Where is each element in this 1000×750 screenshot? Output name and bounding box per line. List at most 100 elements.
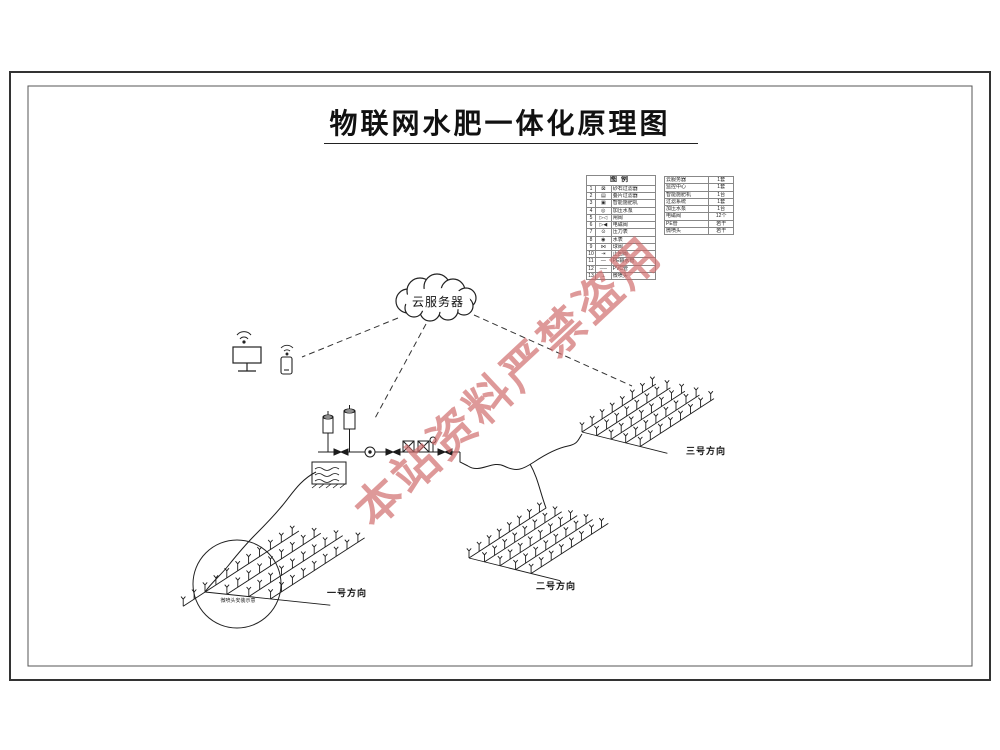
legend-name: 压力表 (610, 228, 657, 237)
legend-row: 7⊙压力表 (586, 228, 657, 237)
legend-symbol: ▷◀ (594, 220, 612, 230)
legend-num: 8 (586, 235, 596, 244)
legend-row: 6▷◀电磁阀 (586, 220, 657, 230)
phone-icon (280, 356, 293, 375)
valve-icon (437, 448, 453, 456)
legend-num: 12 (586, 264, 596, 273)
material-qty: 1台 (708, 190, 734, 199)
legend-symbol: ⊥ (594, 271, 612, 281)
material-name: 电磁阀 (663, 212, 710, 221)
legend-name: 球阀 (610, 242, 657, 252)
legend-row: 5▷◁闸阀 (586, 213, 657, 223)
legend-name: 电磁阀 (610, 220, 657, 230)
legend-title: 图例 (586, 175, 656, 186)
legend-symbol: ⊙ (594, 228, 612, 237)
legend-num: 1 (586, 184, 596, 194)
legend-name: 砂石过滤器 (610, 184, 657, 194)
supply-pipe-field2 (529, 463, 547, 509)
legend-name: 智能施肥机 (610, 199, 657, 208)
legend-num: 11 (586, 257, 596, 266)
material-qty: 1台 (708, 204, 734, 214)
field-2-grid (466, 502, 609, 582)
legend-name: 水表 (610, 235, 657, 244)
frame-outer (9, 71, 991, 681)
material-name: 过滤系统 (663, 197, 710, 207)
legend-row: 11—PE输水管 (586, 257, 657, 266)
supply-pipes (204, 433, 583, 593)
legend-name: 闸阀 (610, 213, 657, 223)
legend-symbol: ── (594, 264, 612, 273)
material-name: 监控中心 (663, 183, 710, 192)
legend-name: PE输水管 (610, 257, 657, 266)
materials-row: PE管若干 (663, 219, 734, 228)
legend-symbol: ▤ (594, 191, 612, 201)
valve-icon (385, 448, 401, 456)
cloud-server-label: 云服务器 (411, 295, 464, 309)
supply-pipe-field1 (204, 471, 317, 593)
material-qty: 1套 (708, 183, 734, 192)
pump-icon (364, 446, 376, 458)
filter-icon (417, 440, 430, 453)
fertilizer-tank-icon (343, 405, 356, 452)
materials-row: 微喷头若干 (663, 226, 734, 236)
title-underline (324, 143, 698, 144)
material-name: PE管 (663, 219, 710, 228)
field-3-grid (579, 376, 715, 454)
legend-symbol: — (594, 257, 612, 266)
material-name: 加压水泵 (663, 204, 710, 214)
monitor-icon (232, 346, 262, 372)
legend-num: 4 (586, 206, 596, 215)
legend-symbol: ⋈ (594, 242, 612, 252)
material-name: 智能施肥机 (663, 190, 710, 199)
material-name: 微喷头 (663, 226, 710, 236)
legend-num: 2 (586, 191, 596, 201)
wifi-icon (236, 331, 252, 344)
frame-inner (27, 85, 973, 667)
cloud-icon (395, 273, 477, 322)
water-tank-icon (311, 461, 347, 489)
detail-note: 微喷头安装示意 (220, 598, 256, 604)
field-1-grid (180, 525, 365, 607)
legend-table: 图例 1⊠砂石过滤器 2▤叠片过滤器 3▣智能施肥机 4◎加压水泵 5▷◁闸阀 … (586, 175, 657, 281)
legend-name: 微喷头 (610, 271, 657, 281)
fertilizer-tank-icon (322, 411, 334, 452)
legend-row: 13⊥微喷头 (586, 271, 657, 281)
link-cloud-head-unit (373, 323, 427, 421)
link-cloud-field3 (473, 314, 633, 387)
material-qty: 1套 (708, 197, 734, 207)
legend-name: 止回阀 (610, 249, 657, 259)
legend-row: 3▣智能施肥机 (586, 199, 657, 208)
legend-num: 10 (586, 249, 596, 259)
valve-icon (333, 448, 349, 456)
legend-num: 6 (586, 220, 596, 230)
material-qty: 若干 (708, 226, 734, 236)
legend-symbol: ⊠ (594, 184, 612, 194)
material-qty: 12个 (708, 212, 734, 221)
legend-num: 5 (586, 213, 596, 223)
field-2-label: 二号方向 (536, 581, 577, 591)
field-1-label: 一号方向 (327, 588, 368, 598)
legend-row: 4◎加压水泵 (586, 206, 657, 215)
legend-row: 9⋈球阀 (586, 242, 657, 252)
legend-num: 9 (586, 242, 596, 252)
legend-row: 1⊠砂石过滤器 (586, 184, 657, 194)
link-cloud-monitor (301, 317, 399, 358)
pressure-gauge-icon (429, 436, 437, 452)
legend-num: 3 (586, 199, 596, 208)
page-title: 物联网水肥一体化原理图 (329, 109, 671, 140)
legend-symbol: ▷◁ (594, 213, 612, 223)
head-unit (311, 405, 469, 489)
legend-symbol: ◉ (594, 235, 612, 244)
wireless-links (301, 314, 633, 421)
legend-row: 12──PVC管 (586, 264, 657, 273)
legend-header: 图例 (586, 175, 656, 186)
material-qty: 1套 (708, 175, 734, 185)
